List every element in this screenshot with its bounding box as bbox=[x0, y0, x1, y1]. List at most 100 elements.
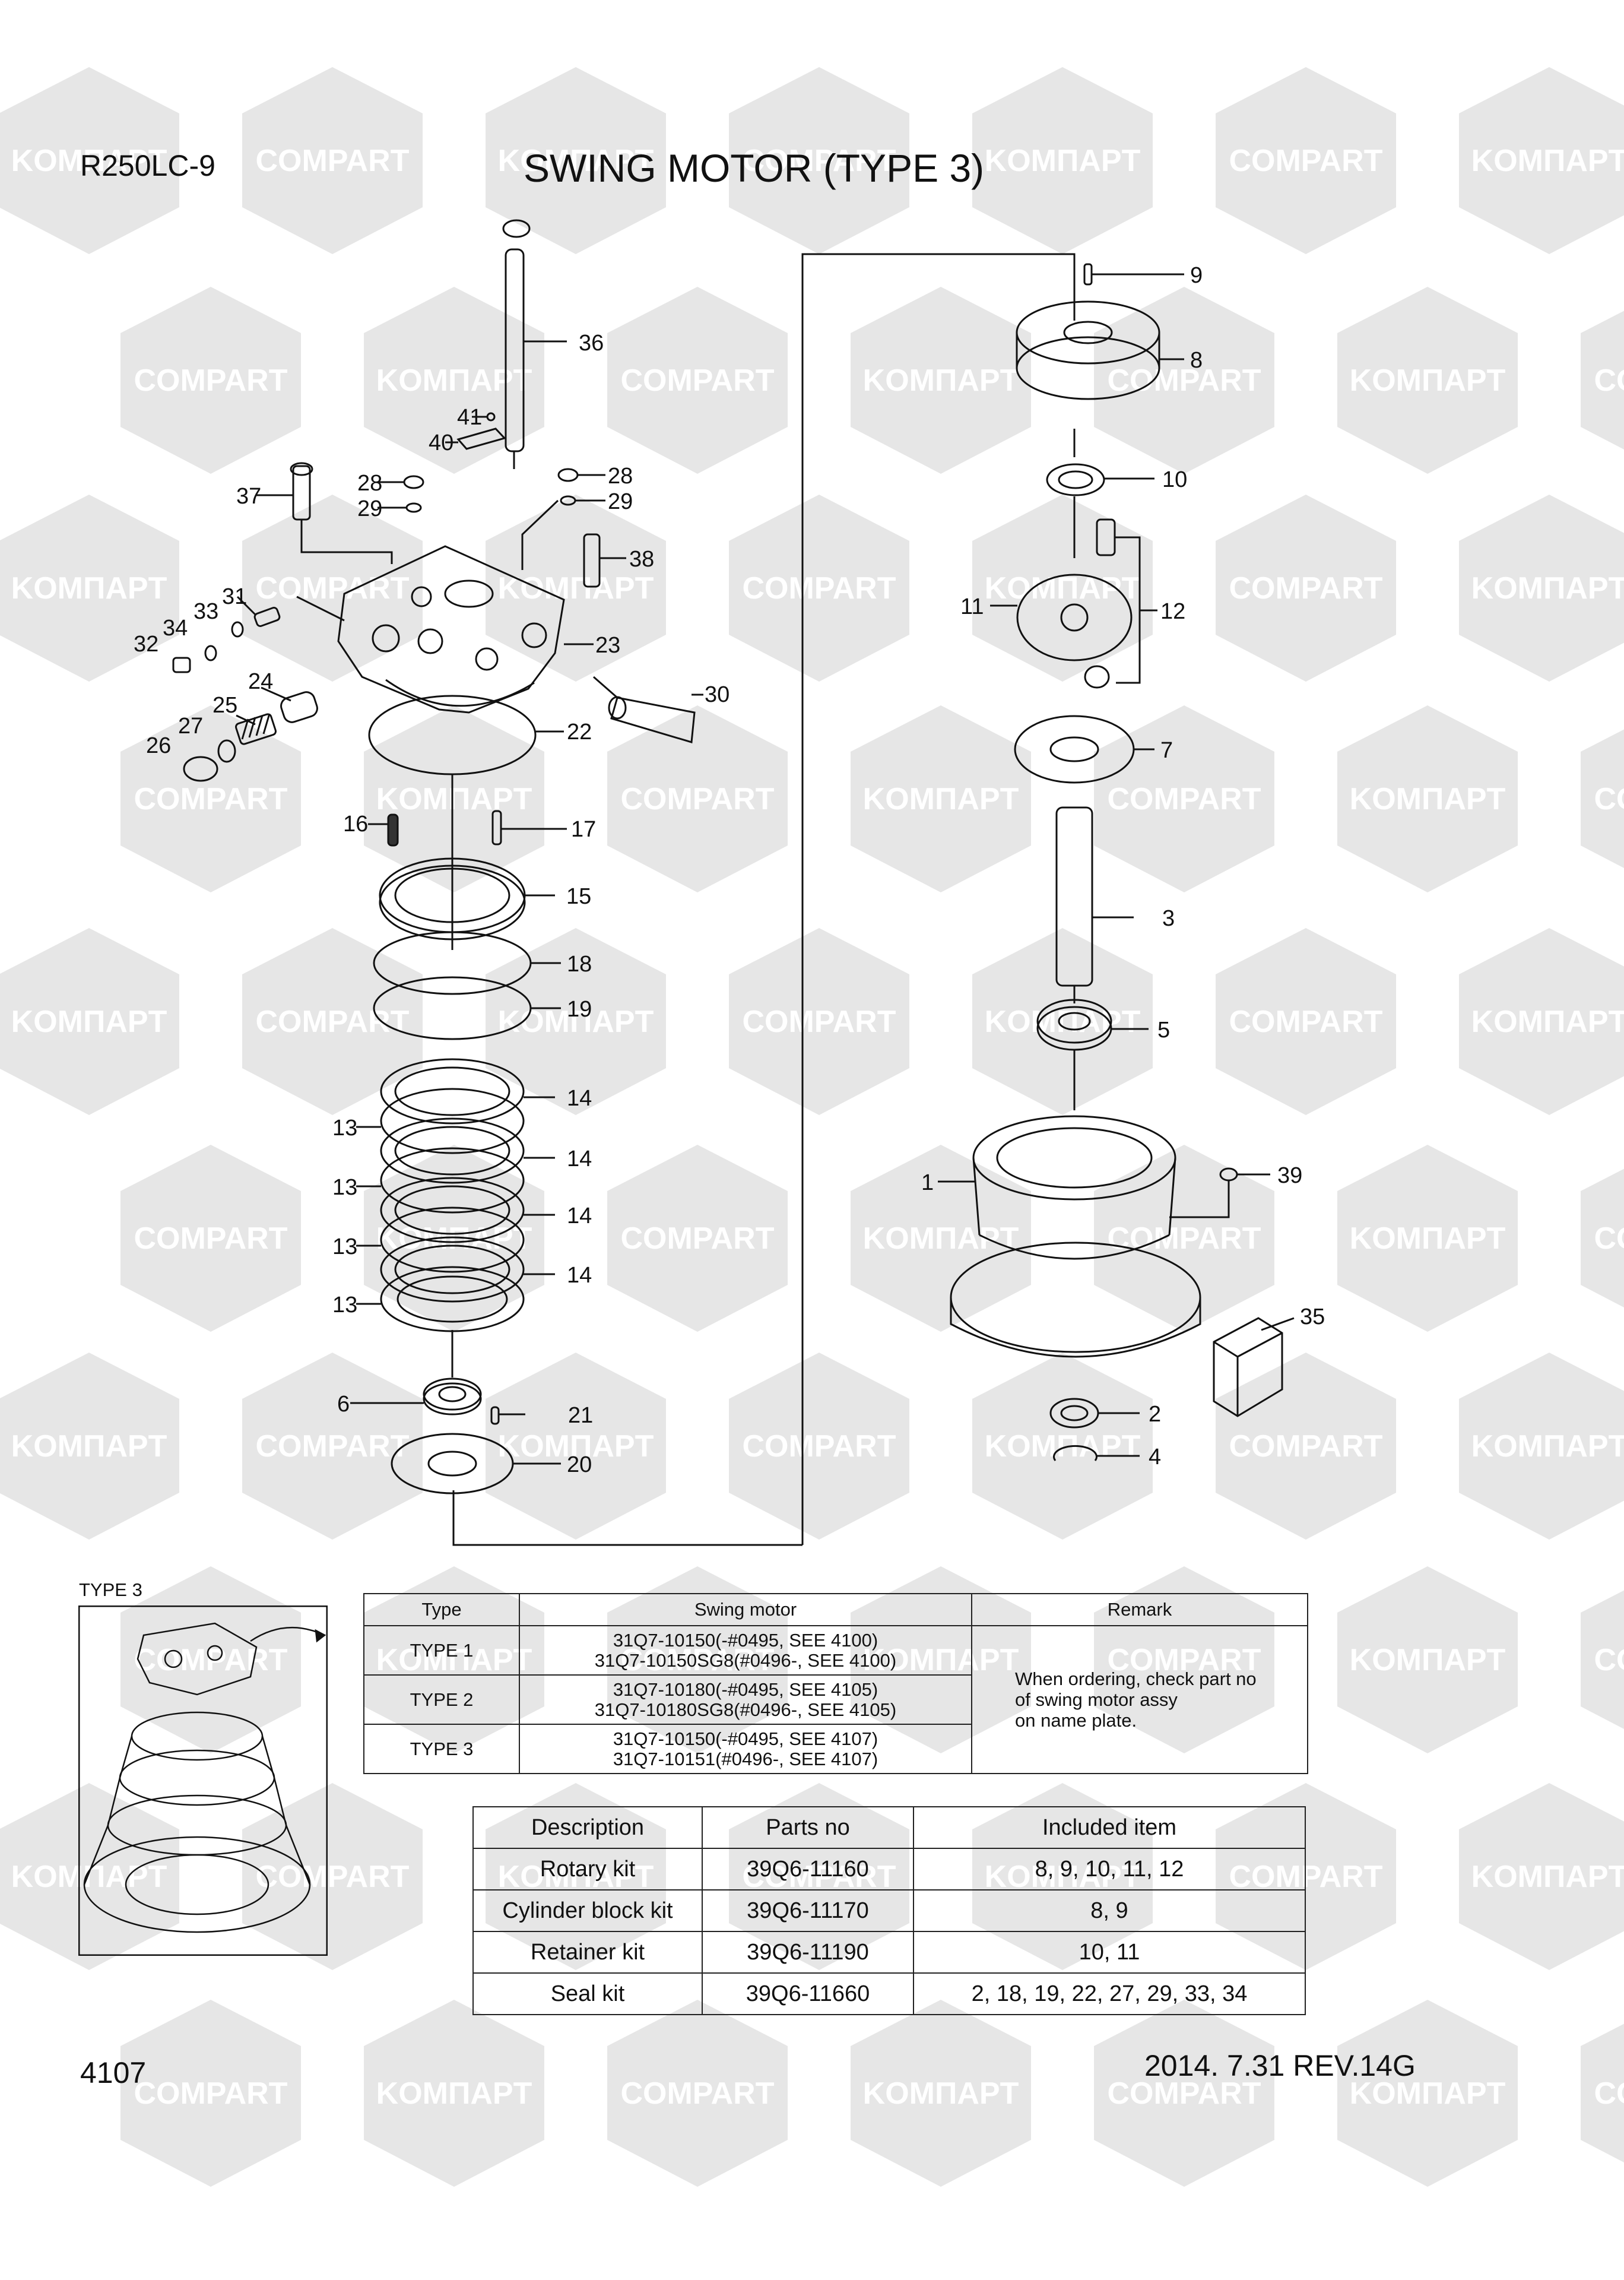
motor-line-2: 31Q7-10180SG8(#0496-, SEE 4105) bbox=[594, 1699, 897, 1720]
header-included-item: Included item bbox=[913, 1806, 1306, 1849]
watermark-hexagon bbox=[0, 495, 179, 682]
watermark-hexagon bbox=[120, 705, 301, 892]
items-cell: 8, 9, 10, 11, 12 bbox=[913, 1848, 1306, 1890]
watermark-hexagon bbox=[851, 287, 1031, 474]
watermark-text: KOMПAPT bbox=[1471, 1005, 1624, 1039]
callout-25: 25 bbox=[212, 693, 237, 718]
watermark-hexagon bbox=[1337, 1566, 1518, 1753]
watermark-text: COMPART bbox=[134, 363, 287, 398]
watermark-hexagon bbox=[1216, 67, 1396, 254]
callout-24: 24 bbox=[248, 669, 273, 694]
callout-3: 3 bbox=[1162, 906, 1175, 931]
watermark-text: COMPART bbox=[1229, 571, 1382, 606]
watermark-hexagon bbox=[0, 928, 179, 1115]
callout-11: 11 bbox=[960, 594, 984, 619]
watermark-text: COMPART bbox=[1229, 1005, 1382, 1039]
callout-37: 37 bbox=[236, 484, 261, 509]
callout-26: 26 bbox=[146, 733, 171, 758]
type-3-inset-illustration bbox=[78, 1606, 328, 1956]
watermark-hexagon bbox=[607, 2000, 788, 2187]
watermark-hexagon bbox=[972, 1353, 1153, 1540]
remark-line-3: on name plate. bbox=[1015, 1710, 1137, 1731]
watermark-hexagon bbox=[1337, 705, 1518, 892]
watermark-hexagon bbox=[120, 2000, 301, 2187]
part-13-14-disc-stack bbox=[356, 1058, 555, 1332]
page-title: SWING MOTOR (TYPE 3) bbox=[524, 146, 985, 190]
motor-line-1: 31Q7-10150(-#0495, SEE 4107) bbox=[613, 1728, 878, 1749]
watermark-hexagon bbox=[0, 67, 179, 254]
kit-table: Description Parts no Included item Rotar… bbox=[472, 1806, 1306, 2015]
watermark-text: KOMПAPT bbox=[1350, 1643, 1506, 1677]
watermark-text: KOMПAPT bbox=[1350, 1221, 1506, 1256]
motor-line-2: 31Q7-10151(#0496-, SEE 4107) bbox=[613, 1748, 878, 1769]
callout-16: 16 bbox=[343, 812, 368, 837]
watermark-text: COMPART bbox=[1594, 1643, 1624, 1677]
header-swing-motor: Swing motor bbox=[519, 1593, 972, 1626]
type-cell: TYPE 2 bbox=[363, 1674, 520, 1725]
watermark-hexagon bbox=[972, 928, 1153, 1115]
callout-15: 15 bbox=[566, 884, 591, 909]
description-cell: Seal kit bbox=[472, 1972, 703, 2015]
watermark-hexagon bbox=[972, 67, 1153, 254]
callout-5: 5 bbox=[1157, 1018, 1170, 1043]
watermark-hexagon bbox=[1216, 495, 1396, 682]
callout-14: 14 bbox=[567, 1263, 592, 1288]
watermark-text: KOMПAPT bbox=[985, 1429, 1141, 1464]
motor-line-2: 31Q7-10150SG8(#0496-, SEE 4100) bbox=[594, 1649, 897, 1671]
motor-cell: 31Q7-10180(-#0495, SEE 4105)31Q7-10180SG… bbox=[519, 1674, 972, 1725]
watermark-hexagon bbox=[364, 705, 544, 892]
callout-9: 9 bbox=[1190, 263, 1203, 288]
header-remark: Remark bbox=[971, 1593, 1308, 1626]
watermark-text: COMPART bbox=[134, 2076, 287, 2111]
watermark-text: COMPART bbox=[742, 144, 896, 178]
watermark-text: COMPART bbox=[134, 1643, 287, 1677]
description-cell: Cylinder block kit bbox=[472, 1889, 703, 1932]
watermark-text: KOMПAPT bbox=[1471, 1429, 1624, 1464]
callout-12: 12 bbox=[1160, 599, 1185, 624]
type-inset-label: TYPE 3 bbox=[79, 1579, 142, 1600]
watermark-text: COMPART bbox=[134, 1221, 287, 1256]
watermark-hexagon bbox=[1094, 287, 1274, 474]
header-parts-no: Parts no bbox=[702, 1806, 914, 1849]
watermark-text: KOMПAPT bbox=[985, 1005, 1141, 1039]
watermark-hexagon bbox=[1337, 1145, 1518, 1332]
callout-28: 28 bbox=[608, 464, 633, 489]
part-36-dipstick bbox=[502, 219, 567, 469]
callout-35: 35 bbox=[1300, 1304, 1325, 1329]
watermark-text: KOMПAPT bbox=[11, 1429, 167, 1464]
watermark-text: COMPART bbox=[742, 1005, 896, 1039]
items-cell: 8, 9 bbox=[913, 1889, 1306, 1932]
remark-line-1: When ordering, check part no bbox=[1015, 1668, 1257, 1689]
callout-31: 31 bbox=[222, 584, 247, 609]
watermark-text: COMPART bbox=[742, 571, 896, 606]
watermark-hexagon bbox=[1581, 729, 1624, 868]
callout-19: 19 bbox=[567, 997, 592, 1022]
watermark-text: COMPART bbox=[255, 1005, 409, 1039]
watermark-hexagon bbox=[1337, 287, 1518, 474]
watermark-hexagon bbox=[729, 1353, 909, 1540]
watermark-text: KOMПAPT bbox=[11, 1005, 167, 1039]
part-11-retainer-plate bbox=[990, 574, 1133, 661]
part-8-cylinder-block bbox=[1016, 300, 1184, 400]
items-cell: 2, 18, 19, 22, 27, 29, 33, 34 bbox=[913, 1972, 1306, 2015]
watermark-hexagon bbox=[242, 1353, 423, 1540]
callout-29: 29 bbox=[357, 496, 382, 521]
watermark-text: COMPART bbox=[1229, 144, 1382, 178]
watermark-text: KOMПAPT bbox=[1471, 1860, 1624, 1894]
watermark-text: KOMПAPT bbox=[985, 144, 1141, 178]
exploded-parts-diagram: 1234567891011121313131314141414151617181… bbox=[134, 219, 1325, 1546]
callout-30: 30 bbox=[705, 682, 729, 707]
watermark-text: COMPART bbox=[1594, 2076, 1624, 2111]
watermark-hexagon bbox=[1581, 1168, 1624, 1307]
watermark-text: KOMПAPT bbox=[1350, 782, 1506, 816]
callout-14: 14 bbox=[567, 1204, 592, 1228]
callout-32: 32 bbox=[134, 632, 158, 657]
watermark-hexagon bbox=[851, 705, 1031, 892]
watermark-text: KOMПAPT bbox=[376, 1221, 532, 1256]
watermark-hexagon bbox=[729, 67, 909, 254]
watermark-text: COMPART bbox=[620, 782, 774, 816]
callout-36: 36 bbox=[579, 331, 604, 356]
watermark-hexagon bbox=[1459, 928, 1624, 1115]
callout-1: 1 bbox=[921, 1170, 934, 1195]
callout-13: 13 bbox=[332, 1293, 357, 1318]
